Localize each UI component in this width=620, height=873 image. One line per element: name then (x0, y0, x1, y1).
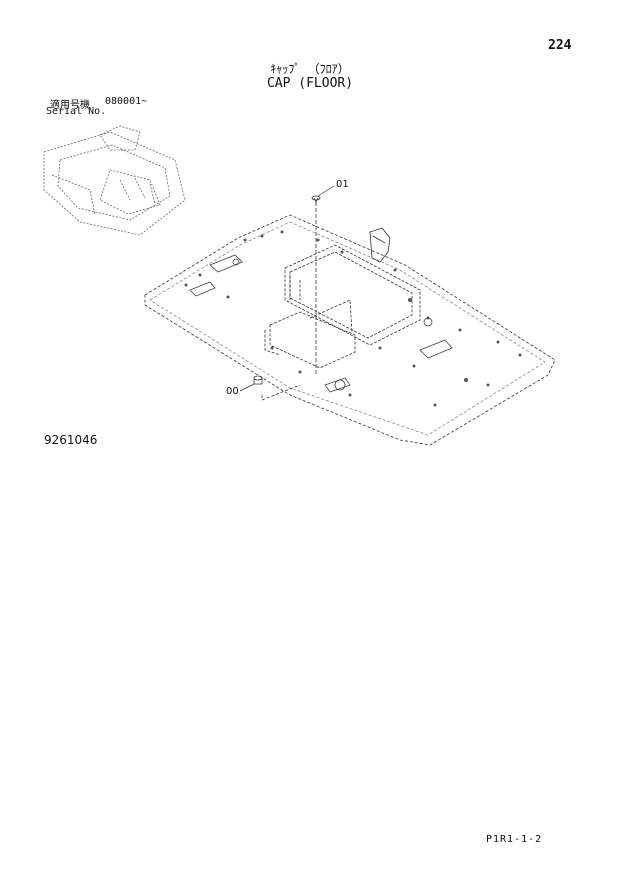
floor-frame (264, 244, 421, 369)
callout-part-00: 00 (226, 386, 239, 397)
plate-holes (184, 230, 522, 407)
callout-part-01: 01 (336, 179, 349, 190)
floor-plate (144, 214, 556, 446)
figure-number: 9261046 (44, 433, 98, 447)
serial-label-japanese: 適用号機 (50, 100, 90, 111)
part-01-cap (311, 185, 335, 375)
part-00-cap (239, 375, 301, 401)
plate-slots (189, 254, 453, 393)
title-english: CAP (FLOOR) (266, 76, 354, 91)
seat-bracket (369, 227, 391, 263)
page-number: 224 (548, 38, 572, 53)
document-code: P1R1-1-2 (486, 834, 543, 845)
title-japanese: ｷｬｯﾌﾟ （ﾌﾛｱ） (270, 62, 350, 76)
serial-label-english: Serial No. (46, 106, 107, 117)
machine-overview-thumbnail (43, 125, 186, 236)
serial-value: 080001~ (105, 96, 148, 107)
